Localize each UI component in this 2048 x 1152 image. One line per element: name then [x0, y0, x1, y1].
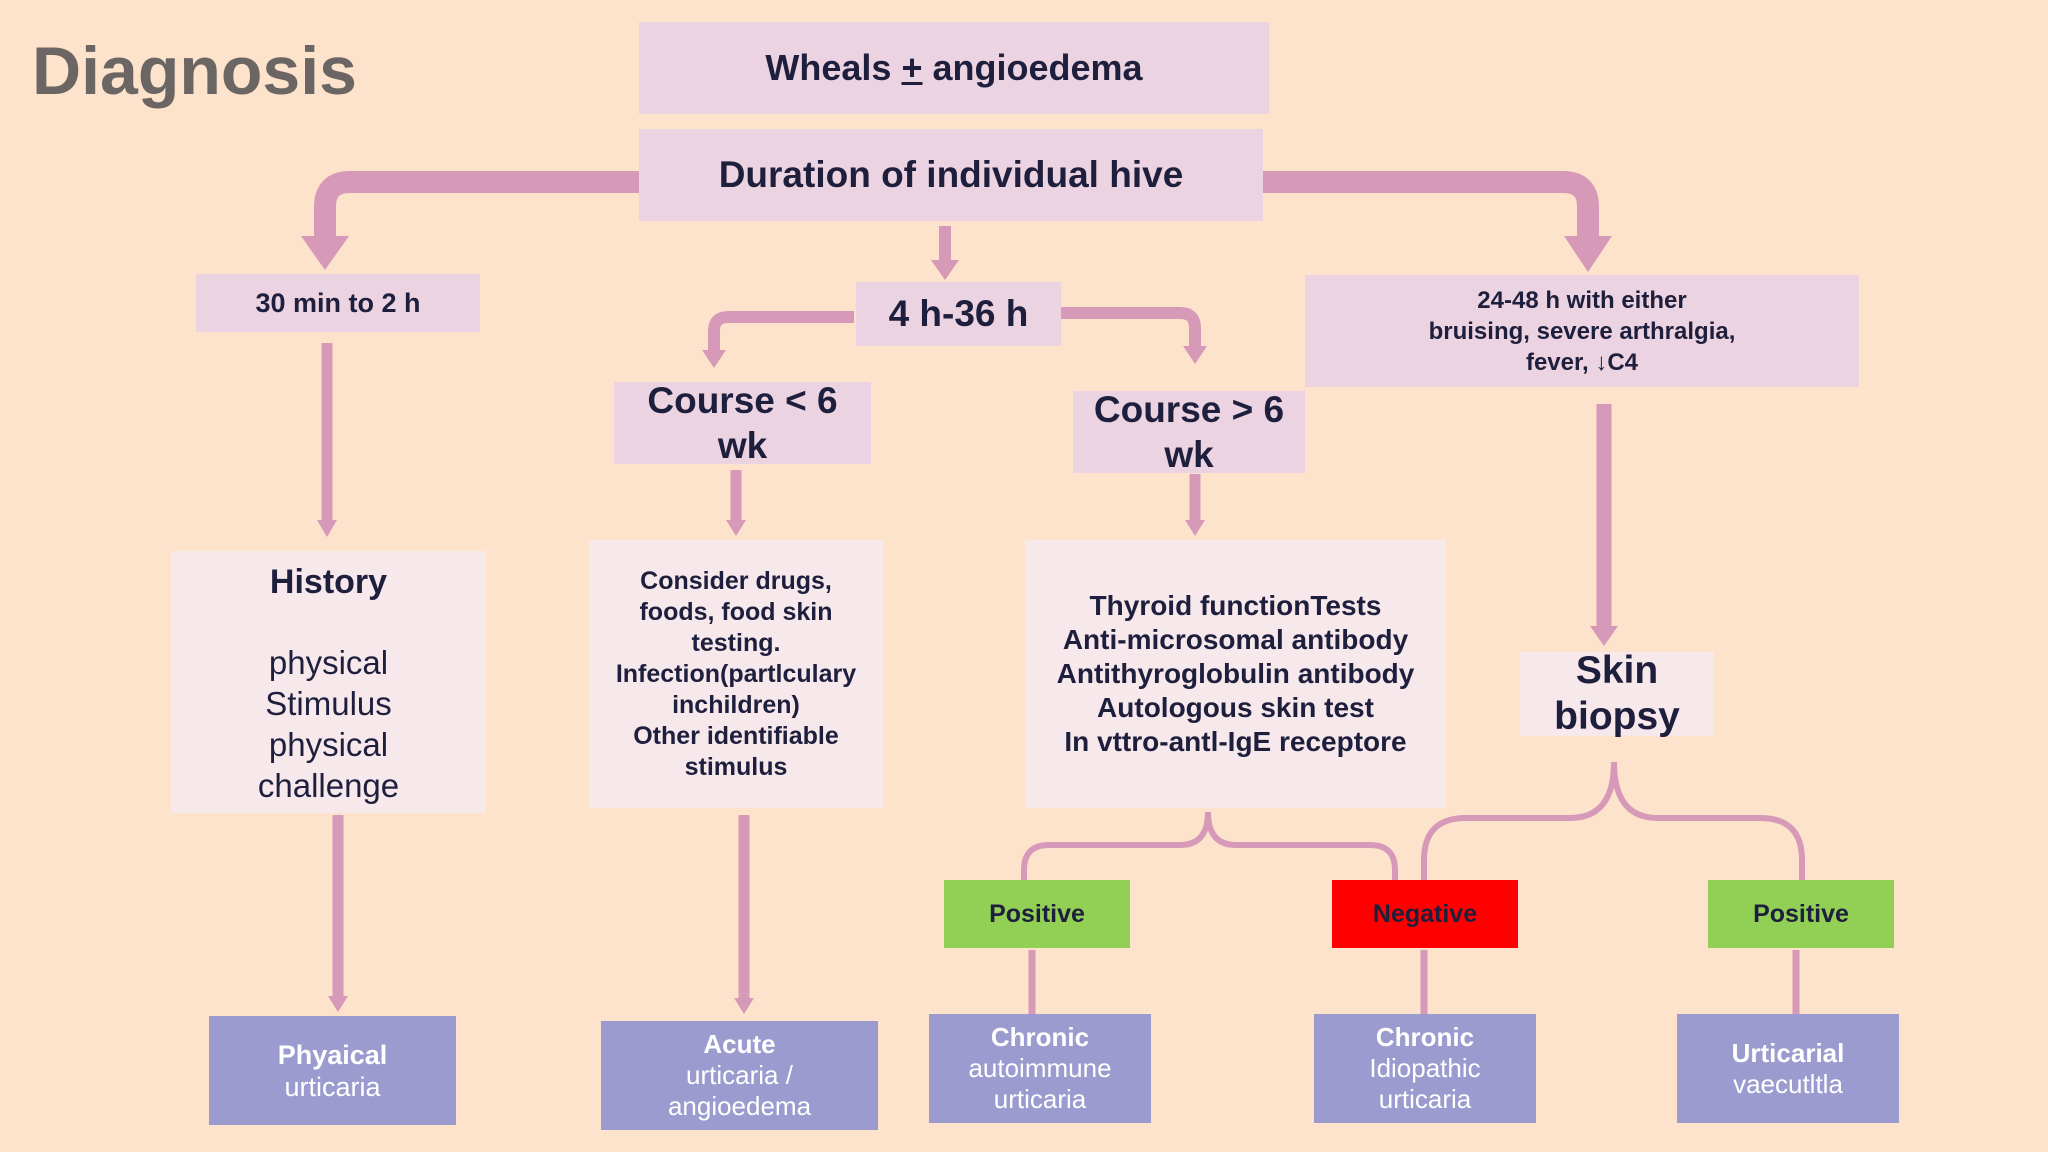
duration-long-line3a: fever, — [1525, 348, 1596, 376]
arrowhead-icon — [1183, 346, 1207, 364]
wheals-text-a: Wheals — [765, 47, 902, 88]
course-gt6-line2: wk — [1164, 434, 1214, 475]
arrowhead-icon — [301, 236, 349, 270]
consider-line: testing. — [691, 628, 781, 657]
positive-label: Positive — [989, 899, 1085, 928]
skin-biopsy-box: Skin biopsy — [1520, 649, 1714, 738]
connector-biopsy-brace — [1421, 761, 1805, 880]
duration-short-label: 30 min to 2 h — [255, 287, 421, 318]
arrowhead-icon — [702, 350, 726, 368]
outcome-acute-urticaria: Acute urticaria / angioedema — [601, 1021, 878, 1130]
consider-box: Consider drugs, foods, food skin testing… — [589, 540, 883, 808]
outcome-head: Chronic — [1375, 1022, 1475, 1052]
plus-minus-sign: + — [901, 47, 923, 88]
outcome-line: urticaria — [993, 1084, 1087, 1114]
history-line: physical — [268, 644, 389, 681]
outcome-line: urticaria — [1378, 1084, 1472, 1114]
duration-label: Duration of individual hive — [718, 154, 1184, 195]
outcome-line: Idiopathic — [1369, 1053, 1481, 1083]
duration-long-line1: 24-48 h with either — [1477, 286, 1687, 314]
outcome-line: angioedema — [667, 1091, 812, 1121]
outcome-head: Acute — [703, 1029, 776, 1059]
outcome-head: Chronic — [990, 1022, 1090, 1052]
duration-long-line2: bruising, severe arthralgia, — [1428, 317, 1736, 345]
history-line: physical — [268, 726, 389, 763]
positive-result-badge: Positive — [944, 880, 1130, 948]
skin-biopsy-line1: Skin — [1575, 649, 1659, 692]
outcome-line: autoimmune — [968, 1053, 1112, 1083]
course-gt6-box: Course > 6 wk — [1073, 389, 1305, 475]
consider-line: Other identifiable — [633, 721, 839, 750]
arrowhead-icon — [1185, 520, 1205, 536]
tests-line: Autologous skin test — [1097, 692, 1374, 723]
connector-tests-brace — [1021, 811, 1398, 880]
arrowhead-icon — [726, 520, 746, 536]
duration-short-box: 30 min to 2 h — [196, 274, 480, 332]
duration-long-box: 24-48 h with either bruising, severe art… — [1305, 275, 1859, 387]
outcome-head: Phyaical — [277, 1039, 388, 1070]
consider-line: Infection(partlculary — [615, 659, 857, 688]
course-lt6-box: Course < 6 wk — [614, 380, 871, 466]
arrowhead-icon — [734, 998, 754, 1014]
outcome-head: Urticarial — [1731, 1037, 1845, 1068]
outcome-line: vaecutltla — [1733, 1068, 1843, 1099]
arrowhead-icon — [328, 996, 348, 1012]
consider-line: inchildren) — [672, 690, 800, 719]
duration-mid-box: 4 h-36 h — [856, 282, 1061, 346]
connector-duration-left — [314, 171, 640, 240]
page-title: Diagnosis — [32, 33, 357, 109]
course-lt6-line2: wk — [717, 425, 768, 466]
arrowhead-icon — [931, 260, 959, 280]
history-box: History physical Stimulus physical chall… — [171, 551, 486, 813]
outcome-chronic-autoimmune-urticaria: Chronic autoimmune urticaria — [929, 1014, 1151, 1123]
tests-line: In vttro-antl-IgE receptore — [1064, 726, 1407, 757]
negative-result-badge: Negative — [1332, 880, 1518, 948]
positive-label: Positive — [1753, 899, 1849, 928]
duration-mid-label: 4 h-36 h — [888, 293, 1029, 334]
arrowhead-icon — [1590, 626, 1618, 646]
down-arrow-icon: ↓ — [1595, 348, 1608, 376]
history-heading: History — [269, 563, 388, 601]
arrowhead-icon — [1564, 236, 1612, 272]
history-line: challenge — [257, 767, 400, 804]
outcome-line: urticaria / — [686, 1060, 793, 1090]
connector-mid-left — [708, 311, 854, 352]
outcome-line: urticaria — [284, 1071, 381, 1102]
outcome-urticarial-vasculitis: Urticarial vaecutltla — [1677, 1014, 1899, 1123]
arrowhead-icon — [317, 520, 337, 537]
wheals-box: Wheals + angioedema — [639, 22, 1269, 114]
course-gt6-line1: Course > 6 — [1093, 389, 1285, 430]
wheals-text-b: angioedema — [922, 47, 1143, 88]
outcome-physical-urticaria: Phyaical urticaria — [209, 1016, 456, 1125]
consider-line: stimulus — [684, 752, 788, 781]
tests-line: Anti-microsomal antibody — [1062, 624, 1409, 655]
skin-biopsy-line2: biopsy — [1554, 695, 1680, 738]
negative-label: Negative — [1372, 899, 1478, 928]
connector-duration-right — [1262, 171, 1599, 240]
tests-box: Thyroid functionTests Anti-microsomal an… — [1025, 540, 1446, 808]
duration-long-line3b: C4 — [1607, 348, 1639, 376]
consider-line: foods, food skin — [639, 597, 833, 626]
duration-box: Duration of individual hive — [639, 129, 1263, 221]
connector-mid-right — [1058, 307, 1201, 348]
tests-line: Antithyroglobulin antibody — [1056, 658, 1415, 689]
outcome-chronic-idiopathic-urticaria: Chronic Idiopathic urticaria — [1314, 1014, 1536, 1123]
consider-line: Consider drugs, — [640, 566, 832, 595]
history-line: Stimulus — [265, 685, 392, 722]
tests-line: Thyroid functionTests — [1089, 590, 1382, 621]
course-lt6-line1: Course < 6 — [647, 380, 838, 421]
positive-result-badge: Positive — [1708, 880, 1894, 948]
